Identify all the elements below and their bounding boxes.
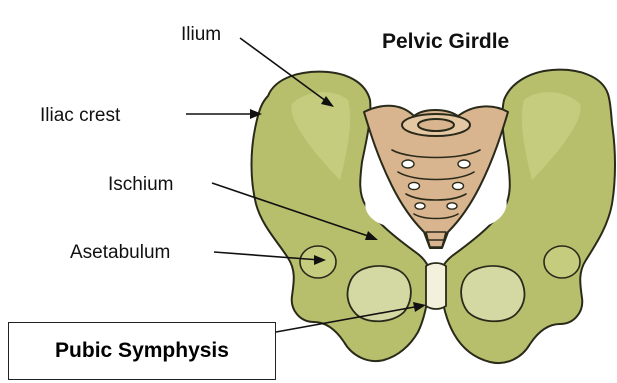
label-ilium: Ilium xyxy=(181,24,221,45)
pubic-symphysis xyxy=(426,263,446,309)
coccyx xyxy=(426,232,446,247)
pubic-symphysis-label-box: Pubic Symphysis xyxy=(8,322,276,380)
label-iliac-crest: Iliac crest xyxy=(40,105,121,126)
label-ischium: Ischium xyxy=(108,174,173,195)
label-asetabulum: Asetabulum xyxy=(70,242,170,263)
right-obturator-foramen xyxy=(461,266,524,321)
sacral-canal xyxy=(418,119,454,131)
right-acetabulum xyxy=(544,246,580,278)
label-pubic-symphysis: Pubic Symphysis xyxy=(55,339,229,363)
diagram-title: Pelvic Girdle xyxy=(382,30,509,53)
pelvis-illustration xyxy=(252,70,616,363)
